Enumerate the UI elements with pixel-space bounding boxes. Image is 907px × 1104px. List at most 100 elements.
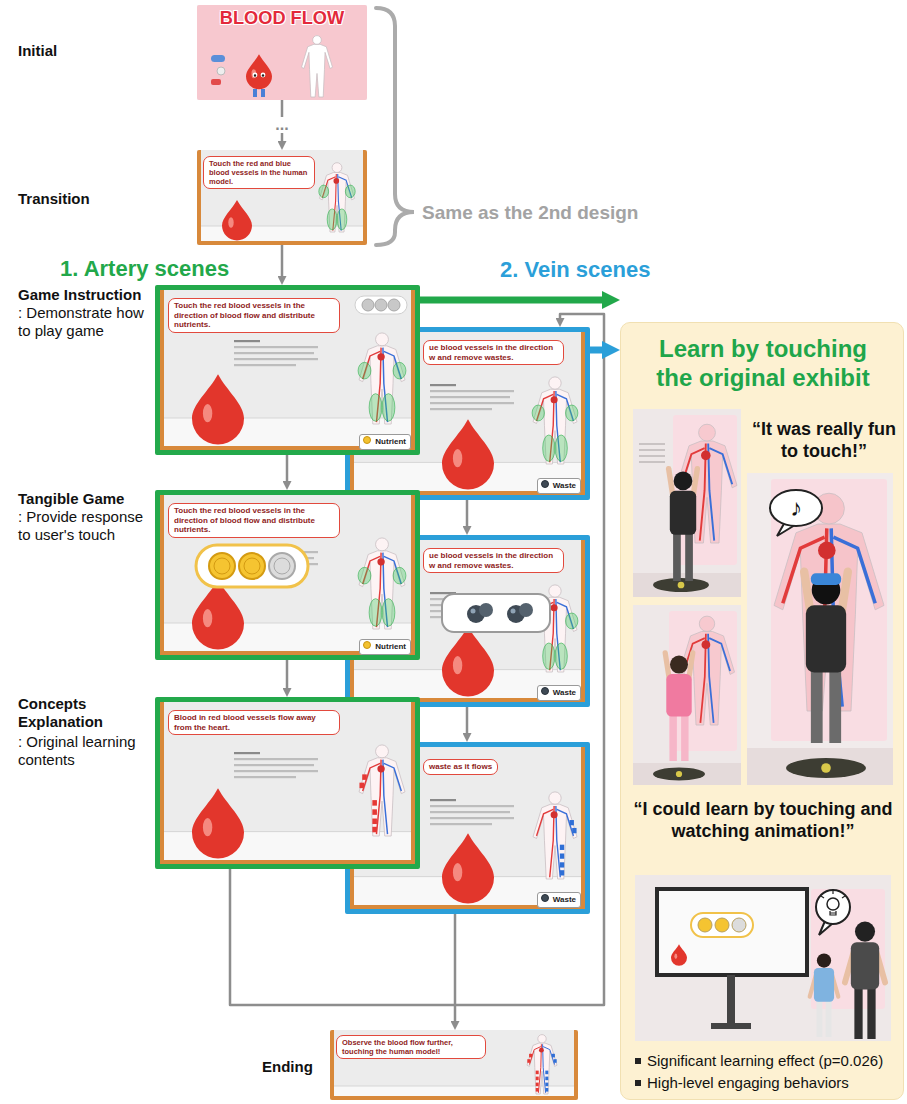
label-slot: 2. Vein scenes <box>500 257 680 283</box>
screen-frame <box>350 332 585 495</box>
drop-shine <box>203 609 212 627</box>
heart-mark <box>539 1048 544 1053</box>
flow-arrow <box>454 914 457 1021</box>
screen-background <box>201 150 363 241</box>
text-slot: Touch the red blood vessels in the direc… <box>168 298 340 333</box>
flow-arrow <box>529 1054 532 1058</box>
mat-dot <box>821 763 831 773</box>
head-outline <box>549 792 561 804</box>
touch-highlight <box>543 435 555 461</box>
screen-background <box>334 1030 574 1096</box>
instruction-banner: Touch the red and blue blood vessels in … <box>203 156 315 189</box>
flow-arrow <box>554 1059 557 1063</box>
text-slot: ue blood vessels in the direction w and … <box>423 340 564 365</box>
floor-mat <box>653 768 705 781</box>
visitor-body <box>670 491 696 535</box>
capsule-item <box>211 55 225 62</box>
photo-frame <box>633 409 741 597</box>
blood-drop <box>246 54 272 89</box>
body-text-placeholder <box>430 817 514 819</box>
visitor-body <box>666 674 691 716</box>
vein-line <box>709 638 730 671</box>
heart-mark <box>334 178 340 184</box>
stage-label: Tangible Game <box>18 490 153 508</box>
nutrient-coin <box>269 553 295 579</box>
badge-icon <box>541 894 549 902</box>
bullet-square <box>635 1080 641 1086</box>
text-slot: “I could learn by touching and watching … <box>629 799 897 842</box>
molecule-shine <box>471 609 476 614</box>
waste-molecule <box>479 603 493 617</box>
mat-dot <box>678 582 685 589</box>
heart-mark <box>701 451 711 461</box>
label-slot: Same as the 2nd design <box>422 202 702 225</box>
body-text-placeholder <box>234 764 314 766</box>
heart-mark <box>551 811 558 818</box>
visitor-figure <box>665 653 693 761</box>
artery-instruction-screen: Touch the red blood vessels in the direc… <box>155 285 420 455</box>
bulb-ray <box>821 896 824 898</box>
panel-text-placeholder <box>639 455 665 457</box>
blood-drop <box>192 374 244 444</box>
flow-arrow <box>372 819 377 825</box>
display-screen <box>657 889 807 975</box>
touch-highlight <box>543 643 555 669</box>
body-text-placeholder <box>430 811 510 813</box>
stage-description: : Original learning contents <box>18 733 150 769</box>
instruction-banner: Touch the red blood vessels in the direc… <box>168 298 340 333</box>
coin-ring <box>214 558 230 574</box>
touch-highlight <box>369 599 382 627</box>
exhibit-board <box>771 479 887 741</box>
heart-mark <box>818 542 836 560</box>
visitor-figure <box>804 572 848 743</box>
text-slot: Significant learning effect (p=0.026) <box>647 1051 899 1071</box>
label-slot: Initial <box>18 42 138 60</box>
drop-pupil <box>254 74 256 76</box>
flow-arrow <box>527 1059 530 1063</box>
head-outline <box>814 493 845 524</box>
visitor-leg <box>816 1000 822 1037</box>
instruction-banner: waste as it flows <box>423 759 498 775</box>
text-slot: ue blood vessels in the direction w and … <box>423 548 564 573</box>
bulb-ray <box>832 891 833 894</box>
flow-arrow <box>545 1088 548 1092</box>
touch-highlight <box>345 185 355 198</box>
flow-arrow <box>286 660 289 688</box>
visitor-quote: “It was really fun to touch!” <box>749 419 899 462</box>
screen-background <box>354 332 581 491</box>
cell-item <box>217 67 225 75</box>
body-outline <box>320 173 355 233</box>
counter-coin <box>388 299 400 311</box>
visitor-body <box>814 968 834 1002</box>
touch-highlight <box>566 405 578 421</box>
screen-background <box>354 540 581 698</box>
touch-highlight <box>327 209 337 230</box>
counter-coin <box>375 299 387 311</box>
visitor-leg <box>854 987 862 1039</box>
result-bullet: High-level engaging behaviors <box>647 1073 899 1093</box>
vein-line <box>384 763 401 791</box>
visitor-cap <box>811 573 841 585</box>
flow-arrow <box>536 1083 539 1087</box>
text-slot: Observe the blood flow further, touching… <box>336 1035 486 1059</box>
touch-highlight <box>566 613 578 629</box>
screen-background <box>164 495 411 651</box>
highlight-arrow <box>420 297 602 304</box>
title-background <box>197 5 367 100</box>
panel-text-placeholder <box>639 443 665 445</box>
visitor-leg <box>685 533 693 581</box>
visitor-head <box>817 953 831 967</box>
nutrient-coin <box>732 918 746 932</box>
heart-mark <box>377 558 384 565</box>
touch-highlight <box>555 643 567 669</box>
nutrient-coin <box>209 553 235 579</box>
flow-arrow <box>560 870 564 875</box>
body-text-placeholder <box>430 402 514 404</box>
text-slot: ♪ <box>767 488 825 528</box>
item-counter <box>355 296 407 314</box>
counter-coin <box>362 299 374 311</box>
drop-eye <box>261 73 266 78</box>
visitor-body <box>851 942 879 989</box>
panel-text-placeholder <box>639 449 665 451</box>
screen-frame <box>330 1030 578 1100</box>
